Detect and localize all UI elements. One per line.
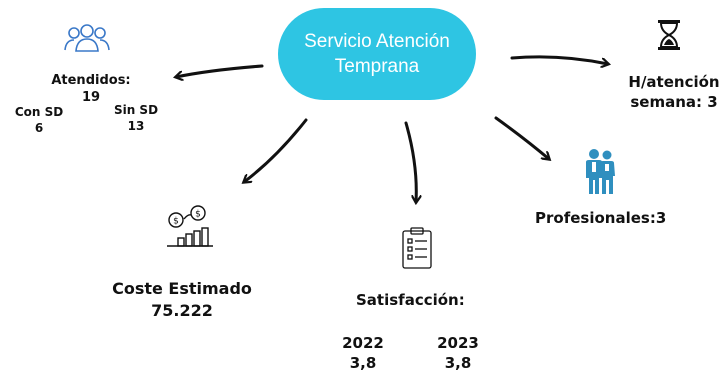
coste-value: 75.222: [151, 301, 213, 320]
sin-sd-block: Sin SD 13: [101, 102, 171, 134]
survey-icon: [402, 227, 432, 269]
svg-text:$: $: [173, 217, 179, 227]
svg-text:$: $: [195, 210, 201, 220]
hourglass-icon: [658, 20, 680, 50]
arrow-coste: [244, 118, 308, 182]
year-value: 3,8: [444, 354, 472, 372]
arrow-satisfaccion: [404, 121, 416, 202]
year-value: 3,8: [349, 354, 377, 372]
year-label: 2023: [437, 334, 479, 352]
arrow-atendidos: [176, 64, 264, 77]
hub-node: Servicio Atención Temprana: [278, 8, 476, 100]
horas-line1: H/atención: [628, 73, 720, 91]
profesionales-label: Profesionales:3: [535, 209, 667, 227]
atendidos-value: 19: [81, 90, 101, 105]
year-label: 2022: [342, 334, 384, 352]
users-icon: [64, 24, 110, 52]
con-sd-block: Con SD 6: [4, 104, 74, 136]
horas-block: H/atención semana: 3: [622, 72, 726, 112]
hub-title-line2: Temprana: [334, 56, 420, 77]
satisfaccion-year-2023: 2023 3,8: [433, 333, 483, 373]
horas-line2: semana: 3: [630, 93, 718, 111]
professionals-icon: [586, 149, 615, 194]
hub-title-line1: Servicio Atención: [304, 31, 450, 52]
coste-label: Coste Estimado: [112, 279, 252, 298]
sin-sd-value: 13: [127, 119, 145, 133]
cost-icon: $ $: [167, 205, 213, 247]
sin-sd-label: Sin SD: [113, 103, 159, 117]
atendidos-block: Atendidos: 19: [46, 72, 136, 106]
coste-block: Coste Estimado 75.222: [104, 278, 260, 322]
arrow-profesionales: [494, 116, 549, 159]
satisfaccion-year-2022: 2022 3,8: [338, 333, 388, 373]
arrow-horas: [510, 55, 608, 64]
con-sd-label: Con SD: [14, 105, 64, 119]
satisfaccion-label: Satisfacción:: [356, 291, 465, 309]
con-sd-value: 6: [34, 121, 44, 135]
atendidos-label: Atendidos:: [51, 73, 131, 88]
